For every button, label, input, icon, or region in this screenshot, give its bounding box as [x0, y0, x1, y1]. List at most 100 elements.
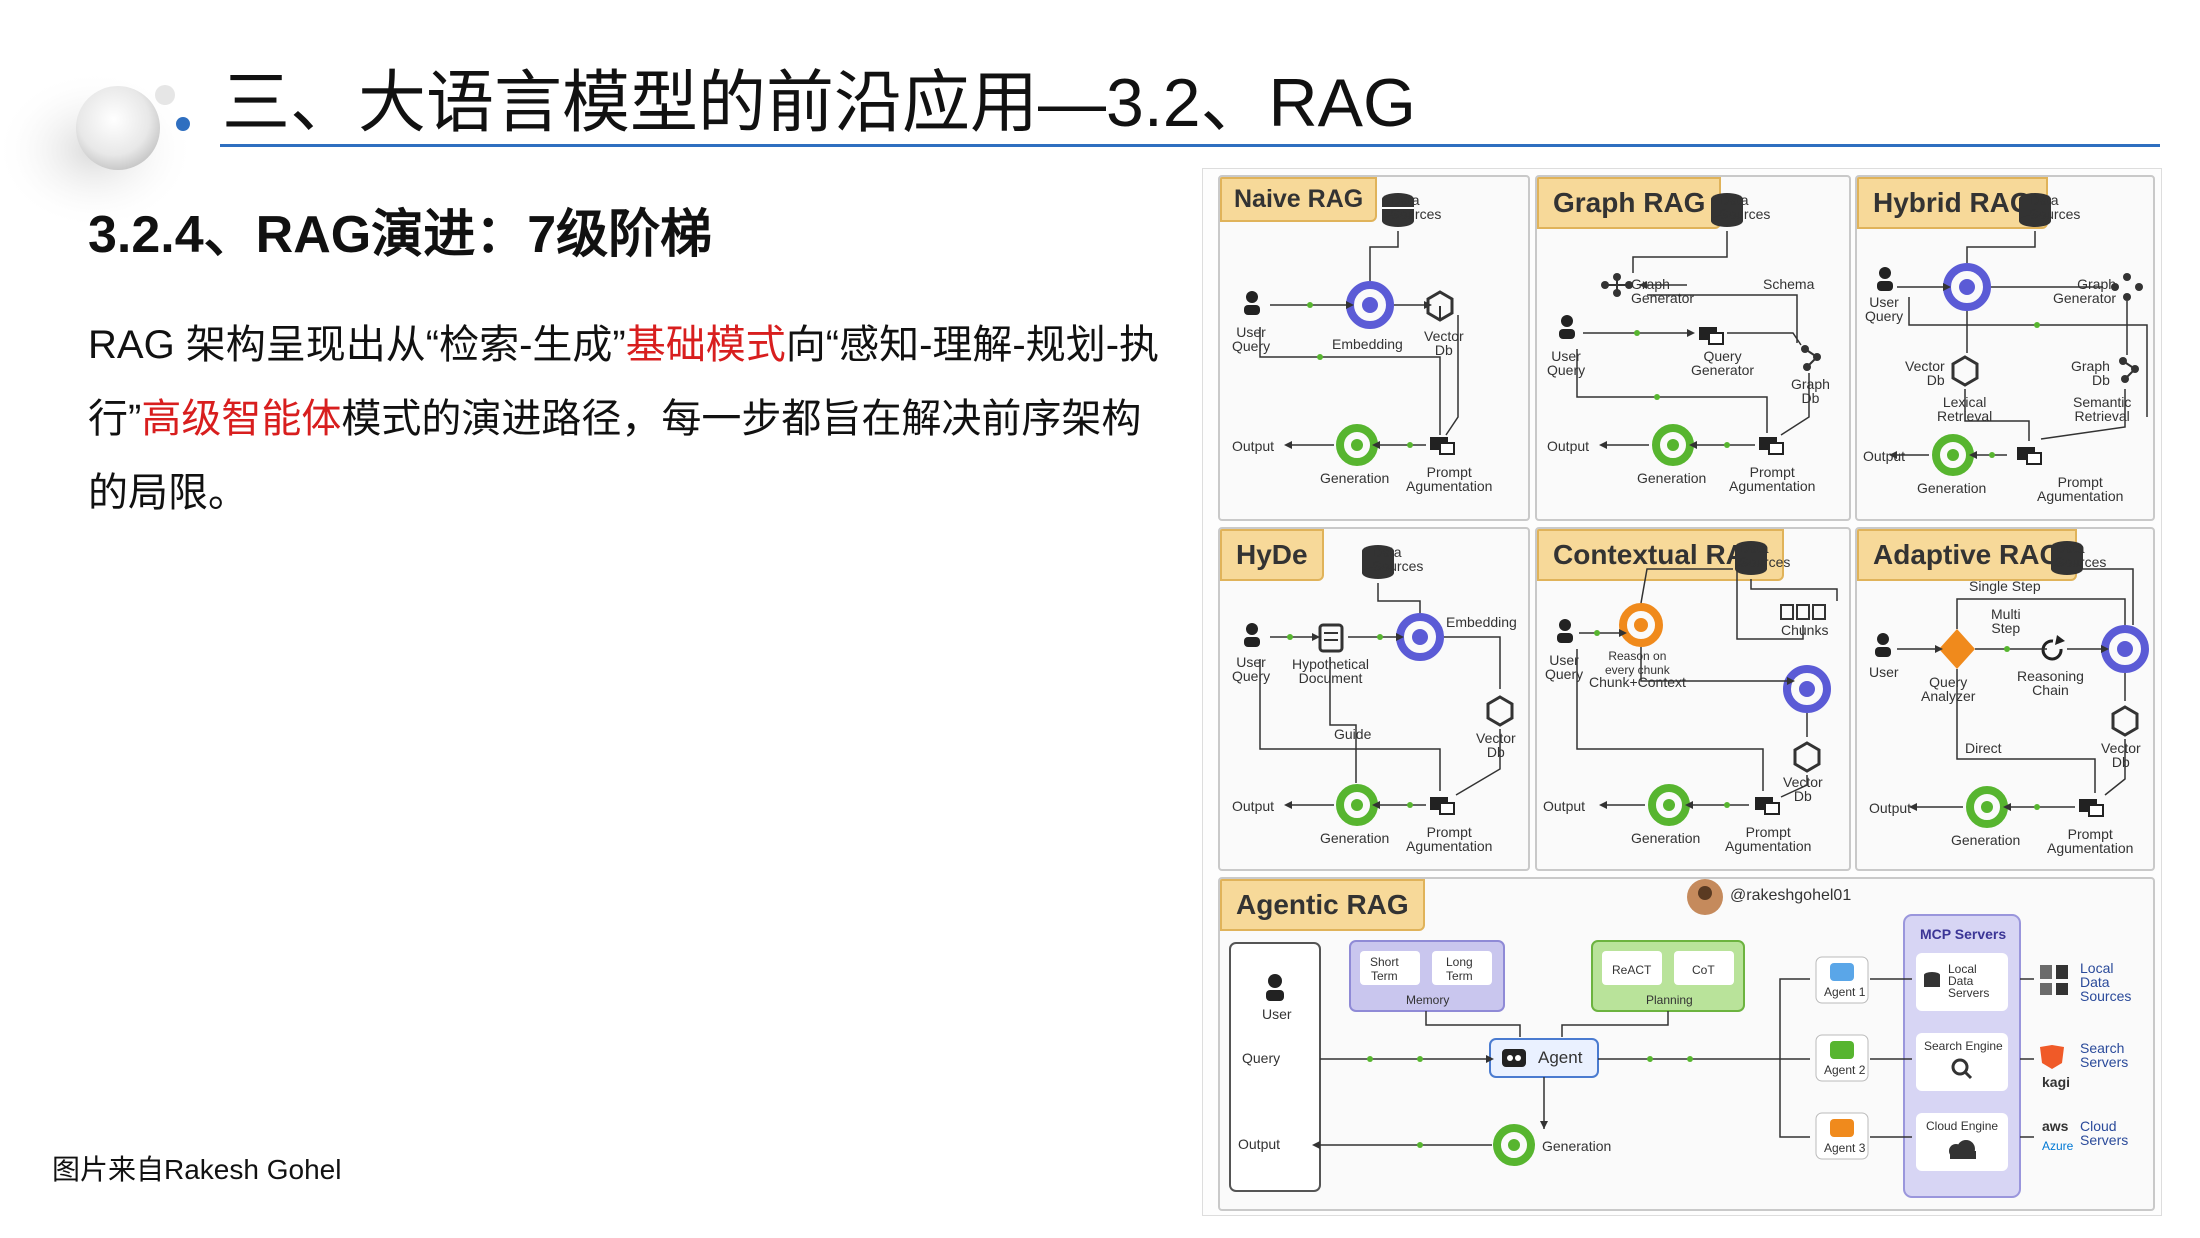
- user-icon: [1266, 974, 1284, 1001]
- label-prompt-aug: Prompt Agumentation: [2047, 826, 2134, 856]
- label-guide: Guide: [1334, 726, 1372, 742]
- label-generation: Generation: [1320, 830, 1390, 846]
- label-user-query: User Query: [1545, 652, 1584, 682]
- label-aws: aws: [2042, 1118, 2069, 1134]
- chunks-icon: [1780, 604, 1826, 620]
- label-lexical-retrieval: Lexical Retrieval: [1937, 394, 1993, 424]
- prompt-aug-icon: [1430, 797, 1455, 815]
- label-local-data-servers: Local Data Servers: [1948, 962, 1990, 1000]
- panel-title: Naive RAG: [1220, 177, 1378, 222]
- graph-generator-icon: [2111, 273, 2143, 301]
- panel-agentic-rag: Agentic RAG: [1218, 877, 2155, 1211]
- label-vector-db: Vector Db: [1476, 730, 1516, 760]
- panel-title: Agentic RAG: [1220, 879, 1425, 931]
- data-sources-icon: [1735, 541, 1767, 575]
- prompt-aug-icon: [1755, 797, 1780, 815]
- prompt-aug-icon: [1430, 437, 1455, 455]
- graph-generator-icon: [1601, 273, 1633, 297]
- label-output: Output: [1863, 448, 1906, 464]
- label-prompt-aug: Prompt Agumentation: [1406, 464, 1493, 494]
- hybrid-diagram: [1877, 193, 2148, 476]
- vector-db-icon: [1951, 355, 1979, 387]
- user-icon: [1557, 619, 1573, 643]
- user-icon: [1875, 633, 1891, 657]
- label-hypothetical-document: Hypothetical Document: [1292, 656, 1370, 686]
- vector-db-icon: [1486, 695, 1514, 727]
- embedding-icon: [1783, 665, 1831, 713]
- highlight-advanced-agent: 高级智能体: [141, 397, 342, 441]
- label-data-sources: Data Sources: [1739, 540, 1791, 570]
- label-schema: Schema: [1763, 276, 1815, 292]
- label-output: Output: [1543, 798, 1586, 814]
- panel-hyde: HyDe Data Sources Embedding User Query: [1218, 527, 1530, 871]
- label-memory: Memory: [1406, 993, 1450, 1007]
- query-generator-icon: [1699, 327, 1724, 345]
- author-avatar: [1687, 879, 1723, 915]
- label-graph-db: Graph Db: [1791, 376, 1830, 406]
- label-search-servers: Search Servers: [2080, 1040, 2129, 1070]
- robot-icon: [1502, 1049, 1526, 1067]
- body-text-1: RAG 架构呈现出从“检索-生成”: [88, 323, 626, 367]
- hyde-diagram: [1244, 545, 1514, 826]
- page-title: 三、大语言模型的前沿应用—3.2、RAG: [222, 65, 1416, 141]
- adaptive-diagram: [1875, 541, 2149, 828]
- label-agent-3: Agent 3: [1824, 1141, 1866, 1155]
- label-data-sources: Data Sources: [1719, 192, 1771, 222]
- local-data-icon: [1924, 972, 1940, 987]
- data-sources-icon: [1711, 193, 1743, 227]
- body-text-2: 向“感知-理解-规划-执行”: [88, 323, 1160, 441]
- label-graph-generator: Graph Generator: [2053, 276, 2117, 306]
- label-agent-2: Agent 2: [1824, 1063, 1866, 1077]
- label-user-query: User Query: [1547, 348, 1586, 378]
- search-icon: [1951, 1058, 1973, 1080]
- label-local-data-sources: Local Data Sources: [2080, 960, 2132, 1004]
- label-graph-generator: Graph Generator: [1631, 276, 1695, 306]
- label-query-analyzer: Query Analyzer: [1921, 674, 1976, 704]
- label-embedding: Embedding: [1446, 614, 1517, 630]
- label-vector-db: Vector Db: [1424, 328, 1464, 358]
- author-handle: @rakeshgohel01: [1730, 887, 1852, 904]
- data-sources-icon: [2019, 193, 2051, 227]
- naive-diagram: [1244, 193, 1459, 466]
- label-reasoning-chain: Reasoning Chain: [2017, 668, 2084, 698]
- data-sources-icon: [1382, 193, 1414, 227]
- user-icon: [1244, 623, 1260, 647]
- rag-evolution-figure: Naive RAG Data Sources User Query Embedd…: [1202, 168, 2162, 1216]
- panel-graph-rag: Graph RAG Data Sources Graph Gene: [1535, 175, 1851, 521]
- contextual-diagram: [1557, 541, 1838, 826]
- data-sources-icon: [1362, 545, 1394, 579]
- label-prompt-aug: Prompt Agumentation: [1725, 824, 1812, 854]
- label-vector-db: Vector Db: [1905, 358, 1945, 388]
- label-generation: Generation: [1631, 830, 1701, 846]
- sub-agents: [1815, 956, 1869, 1160]
- label-output: Output: [1238, 1136, 1281, 1152]
- section-subtitle: 3.2.4、RAG演进：7级阶梯: [88, 206, 713, 264]
- label-generation: Generation: [1320, 470, 1390, 486]
- label-vector-db: Vector Db: [2101, 740, 2141, 770]
- hypothetical-document-icon: [1318, 623, 1344, 653]
- generation-icon: [1493, 1124, 1535, 1166]
- label-generation: Generation: [1951, 832, 2021, 848]
- label-vector-db: Vector Db: [1783, 774, 1823, 804]
- label-generation: Generation: [1637, 470, 1707, 486]
- label-data-sources: Data Sources: [2055, 540, 2107, 570]
- highlight-basic-mode: 基础模式: [625, 323, 786, 367]
- label-user-query: User Query: [1232, 324, 1271, 354]
- label-embedding: Embedding: [1332, 336, 1403, 352]
- label-graph-db: Graph Db: [2071, 358, 2110, 388]
- panel-hybrid-rag: Hybrid RAG Data Sources Us: [1855, 175, 2155, 521]
- label-query: Query: [1242, 1050, 1281, 1066]
- panel-title: HyDe: [1220, 529, 1324, 581]
- label-prompt-aug: Prompt Agumentation: [1406, 824, 1493, 854]
- brave-icon: [2040, 1045, 2064, 1069]
- label-user-query: User Query: [1232, 654, 1271, 684]
- label-chunks: Chunks: [1781, 622, 1829, 638]
- title-bullet: [176, 117, 190, 131]
- data-sources-icon: [2051, 541, 2083, 575]
- body-paragraph: RAG 架构呈现出从“检索-生成”基础模式向“感知-理解-规划-执行”高级智能体…: [88, 308, 1178, 530]
- user-box: [1229, 942, 1321, 1192]
- label-direct: Direct: [1965, 740, 2002, 756]
- query-analyzer-icon: [1939, 629, 1975, 669]
- label-output: Output: [1869, 800, 1912, 816]
- panel-adaptive-rag: Adaptive RAG Data Sou: [1855, 527, 2155, 871]
